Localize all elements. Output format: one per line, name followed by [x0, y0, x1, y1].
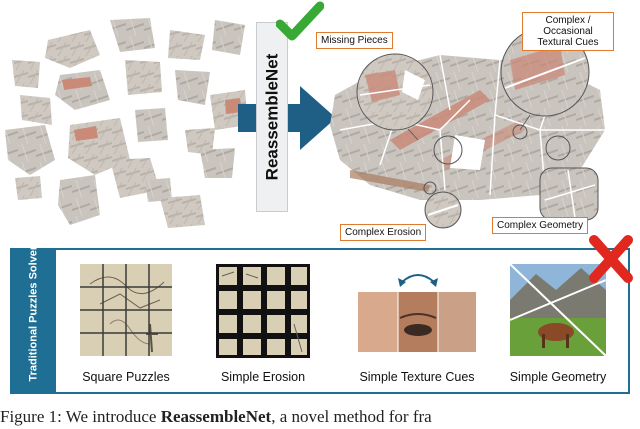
reassembly-illustration [5, 18, 605, 229]
cross-icon [589, 235, 633, 283]
panel-side-label: Traditional Puzzles Solvers [27, 239, 40, 381]
traditional-solvers-panel: Traditional Puzzles Solvers Square Puzzl… [10, 239, 630, 394]
callout-complex-textural-cues: Complex / Occasional Textural Cues [522, 12, 614, 51]
figure-caption: Figure 1: We introduce ReassembleNet, a … [0, 407, 640, 429]
simple-erosion-image [216, 264, 310, 358]
zoom-circles [356, 27, 599, 229]
method-label-box: ReassembleNet [256, 22, 288, 212]
callout-complex-erosion: Complex Erosion [340, 224, 427, 241]
square-puzzle-image [80, 264, 172, 356]
texture-cues-image [358, 274, 476, 352]
caption-prefix: Figure 1: We introduce [0, 407, 161, 426]
example-label-texture: Simple Texture Cues [359, 370, 475, 384]
scattered-fragments [5, 18, 248, 228]
callout-complex-geometry: Complex Geometry [492, 217, 589, 234]
panel-side-bar: Traditional Puzzles Solvers [12, 239, 56, 392]
caption-suffix: , a novel method for fra [271, 407, 432, 426]
simple-geometry-image [509, 263, 607, 357]
caption-bold: ReassembleNet [160, 407, 272, 426]
example-label-geometry: Simple Geometry [509, 370, 607, 384]
check-icon [276, 1, 324, 41]
example-label-erosion: Simple Erosion [220, 370, 306, 384]
method-name: ReassembleNet [262, 53, 281, 181]
callout-missing-pieces: Missing Pieces [316, 32, 393, 49]
example-label-square: Square Puzzles [82, 370, 170, 384]
